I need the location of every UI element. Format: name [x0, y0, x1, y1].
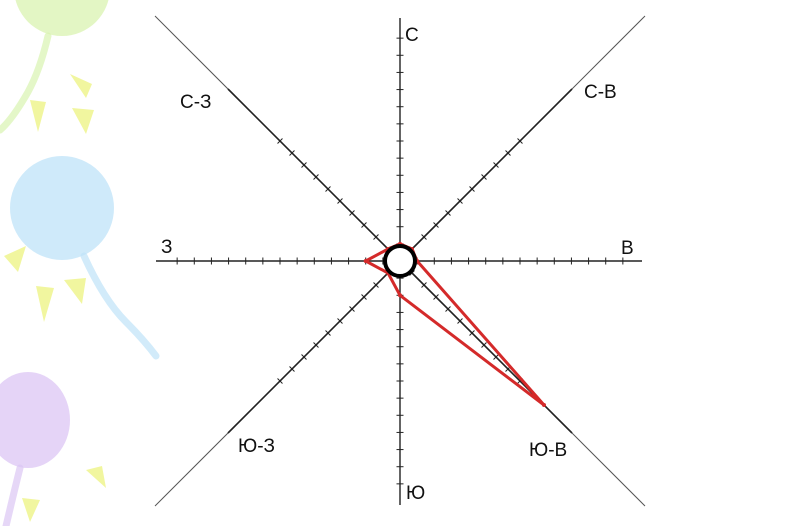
direction-label-w: З: [161, 237, 172, 258]
direction-label-se: Ю-В: [529, 440, 567, 461]
axis-tick: [301, 162, 307, 168]
axis-tick: [493, 354, 499, 360]
axis-tick: [445, 210, 451, 216]
sun-ray: [22, 498, 40, 522]
axis-tick: [325, 330, 331, 336]
wind-rose-point: [398, 293, 402, 298]
axis-tick: [349, 306, 355, 312]
balloon-string: [2, 464, 24, 526]
axis-tick: [493, 162, 499, 168]
sun-ray: [64, 278, 86, 304]
sun-ray: [86, 466, 106, 488]
axis-tick: [421, 282, 427, 288]
axis-tick: [277, 378, 283, 384]
axis-tick: [421, 234, 427, 240]
axis-tick: [481, 342, 487, 348]
center-ring: [383, 244, 417, 278]
sun-ray: [72, 108, 94, 134]
wind-rose-point: [542, 403, 546, 407]
axis-tick: [301, 354, 307, 360]
axis-tick: [325, 186, 331, 192]
sun-ray: [36, 286, 54, 322]
axis-tick: [337, 198, 343, 204]
axis-tick: [361, 222, 367, 228]
diagonal-scale-segment: [227, 272, 389, 434]
sun-ray: [30, 100, 46, 132]
sun-ray: [70, 74, 92, 98]
diagonal-scale-segment: [227, 88, 389, 250]
balloon-string: [80, 252, 160, 360]
balloon-string: [0, 32, 52, 134]
axis-tick: [457, 198, 463, 204]
axis-tick: [349, 210, 355, 216]
axis-tick: [517, 138, 523, 144]
axis-tick: [361, 294, 367, 300]
axis-tick: [433, 222, 439, 228]
direction-labels: С С-В В Ю-В Ю Ю-З З С-З: [161, 25, 634, 504]
axis-tick: [373, 282, 379, 288]
direction-label-ne: С-В: [584, 82, 617, 103]
axis-tick: [445, 306, 451, 312]
axis-tick: [469, 330, 475, 336]
balloon-2: [10, 156, 114, 260]
balloon-3: [0, 372, 70, 468]
direction-label-s: Ю: [406, 483, 425, 504]
balloon-1: [15, 0, 109, 36]
axis-tick: [289, 150, 295, 156]
sun-ray: [4, 246, 26, 272]
axis-tick: [469, 186, 475, 192]
axis-tick: [313, 342, 319, 348]
direction-label-e: В: [621, 238, 634, 259]
axis-tick: [373, 234, 379, 240]
axis-tick: [505, 150, 511, 156]
axis-tick: [433, 294, 439, 300]
direction-label-n: С: [405, 25, 419, 46]
diagonal-scale-segment: [411, 88, 573, 250]
direction-label-nw: С-З: [180, 92, 212, 113]
axis-tick: [313, 174, 319, 180]
axis-tick: [289, 366, 295, 372]
balloon-decoration: [0, 0, 160, 526]
axis-tick: [481, 174, 487, 180]
axis-tick: [457, 318, 463, 324]
center-layer: [383, 244, 417, 278]
wind-rose-point: [363, 259, 368, 263]
axis-tick: [277, 138, 283, 144]
axis-tick: [337, 318, 343, 324]
direction-label-sw: Ю-З: [238, 436, 275, 457]
